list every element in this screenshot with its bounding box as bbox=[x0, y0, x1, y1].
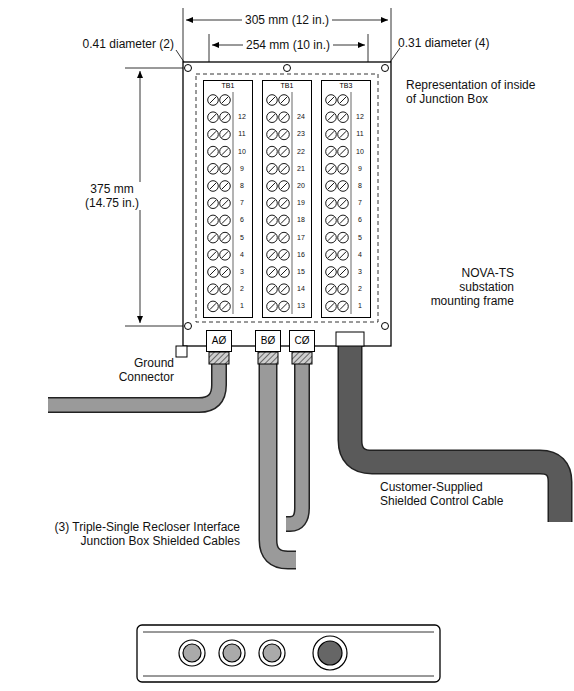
part-label: NOVA-TS substation mounting frame bbox=[412, 266, 514, 308]
hole-callout: 0.41 diameter (2) bbox=[40, 37, 174, 51]
terminal-number: 12 bbox=[236, 113, 248, 121]
note-text: Representation of inside of Junction Box bbox=[406, 78, 546, 106]
terminal-block-name: TB1 bbox=[263, 82, 311, 90]
phase-label: BØ bbox=[261, 335, 275, 347]
terminal-number: 8 bbox=[236, 182, 248, 190]
terminal-number: 4 bbox=[354, 251, 366, 259]
part-label: (3) Triple-Single Recloser Interface Jun… bbox=[50, 520, 240, 548]
terminal-number: 3 bbox=[354, 268, 366, 276]
terminal-number: 6 bbox=[236, 216, 248, 224]
terminal-number: 20 bbox=[295, 182, 307, 190]
terminal-number: 11 bbox=[236, 130, 248, 138]
bottom-view bbox=[137, 625, 440, 682]
part-label: Ground Connector bbox=[110, 356, 174, 384]
ground-connector bbox=[176, 346, 187, 357]
terminal-number: 1 bbox=[354, 302, 366, 310]
junction-box-outline bbox=[196, 74, 378, 322]
terminal-number: 5 bbox=[354, 234, 366, 242]
terminal-number: 2 bbox=[354, 285, 366, 293]
terminal-number: 18 bbox=[295, 216, 307, 224]
part-label: Customer-Supplied Shielded Control Cable bbox=[380, 480, 532, 508]
dimension-text: 254 mm (10 in.) bbox=[243, 38, 333, 52]
mounting-plate bbox=[183, 62, 391, 346]
terminal-number: 4 bbox=[236, 251, 248, 259]
mounting-holes bbox=[185, 65, 389, 330]
terminal-number: 8 bbox=[354, 182, 366, 190]
cable-gland: AØ bbox=[206, 330, 232, 352]
terminal-number: 9 bbox=[354, 165, 366, 173]
terminal-number: 23 bbox=[295, 130, 307, 138]
terminal-number: 7 bbox=[354, 199, 366, 207]
terminal-number: 15 bbox=[295, 268, 307, 276]
terminal-number: 3 bbox=[236, 268, 248, 276]
phase-label: AØ bbox=[212, 335, 226, 347]
dimension-text: 375 mm (14.75 in.) bbox=[70, 182, 154, 210]
terminal-number: 21 bbox=[295, 165, 307, 173]
terminal-number: 14 bbox=[295, 285, 307, 293]
gland-collars bbox=[209, 332, 364, 364]
terminal-block-name: TB3 bbox=[322, 82, 370, 90]
terminal-number: 5 bbox=[236, 234, 248, 242]
terminal-number: 6 bbox=[354, 216, 366, 224]
terminal-number: 10 bbox=[236, 148, 248, 156]
terminal-number: 9 bbox=[236, 165, 248, 173]
cables bbox=[48, 346, 560, 560]
terminal-number: 13 bbox=[295, 302, 307, 310]
cable-gland: BØ bbox=[255, 330, 281, 352]
terminal-number: 24 bbox=[295, 113, 307, 121]
terminal-number: 12 bbox=[354, 113, 366, 121]
terminal-number: 7 bbox=[236, 199, 248, 207]
terminal-number: 16 bbox=[295, 251, 307, 259]
terminal-number: 17 bbox=[295, 234, 307, 242]
terminal-screws bbox=[208, 92, 351, 314]
terminal-block-name: TB1 bbox=[204, 82, 252, 90]
terminal-number: 1 bbox=[236, 302, 248, 310]
terminal-number: 22 bbox=[295, 148, 307, 156]
terminal-number: 19 bbox=[295, 199, 307, 207]
cable-gland: CØ bbox=[289, 330, 315, 352]
terminal-number: 10 bbox=[354, 148, 366, 156]
dimension-text: 305 mm (12 in.) bbox=[242, 13, 332, 27]
hole-callout: 0.31 diameter (4) bbox=[398, 36, 528, 50]
terminal-number: 11 bbox=[354, 130, 366, 138]
phase-label: CØ bbox=[295, 335, 310, 347]
terminal-number: 2 bbox=[236, 285, 248, 293]
